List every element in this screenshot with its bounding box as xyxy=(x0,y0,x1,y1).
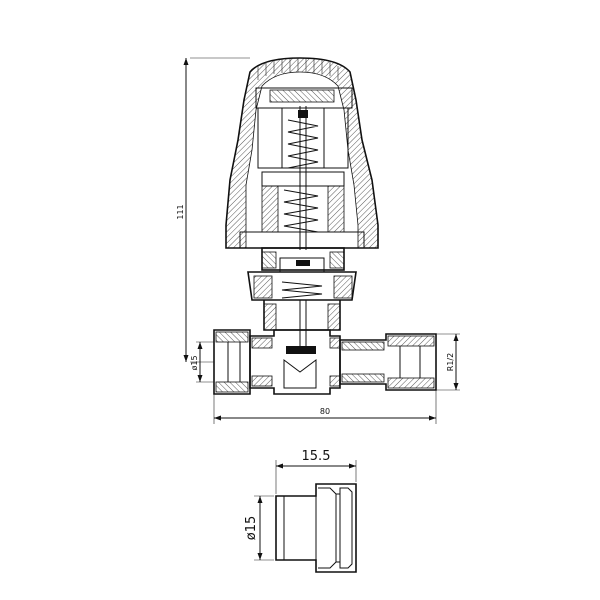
adapter-diameter-dimension: ø15 xyxy=(244,495,274,561)
valve-body xyxy=(213,300,437,395)
adapter-length-dimension: 15.5 xyxy=(275,449,357,494)
thermostatic-head xyxy=(225,57,379,250)
width-label: 80 xyxy=(320,407,330,416)
thread-label: R1/2 xyxy=(446,353,455,371)
width-dimension: 80 xyxy=(213,390,437,424)
valve-section-view: 111 ø15 R1/2 80 xyxy=(176,57,460,424)
spring-icon xyxy=(287,119,319,169)
pipe-diameter-dimension: ø15 xyxy=(190,341,214,383)
valve-bonnet xyxy=(247,247,357,301)
pipe-diameter-label: ø15 xyxy=(190,355,199,370)
adapter-detail-view: 15.5 ø15 xyxy=(244,449,357,573)
thread-dimension: R1/2 xyxy=(436,333,460,391)
adapter-diameter-label: ø15 xyxy=(244,516,259,541)
height-label: 111 xyxy=(176,204,185,219)
adapter-length-label: 15.5 xyxy=(302,449,331,464)
